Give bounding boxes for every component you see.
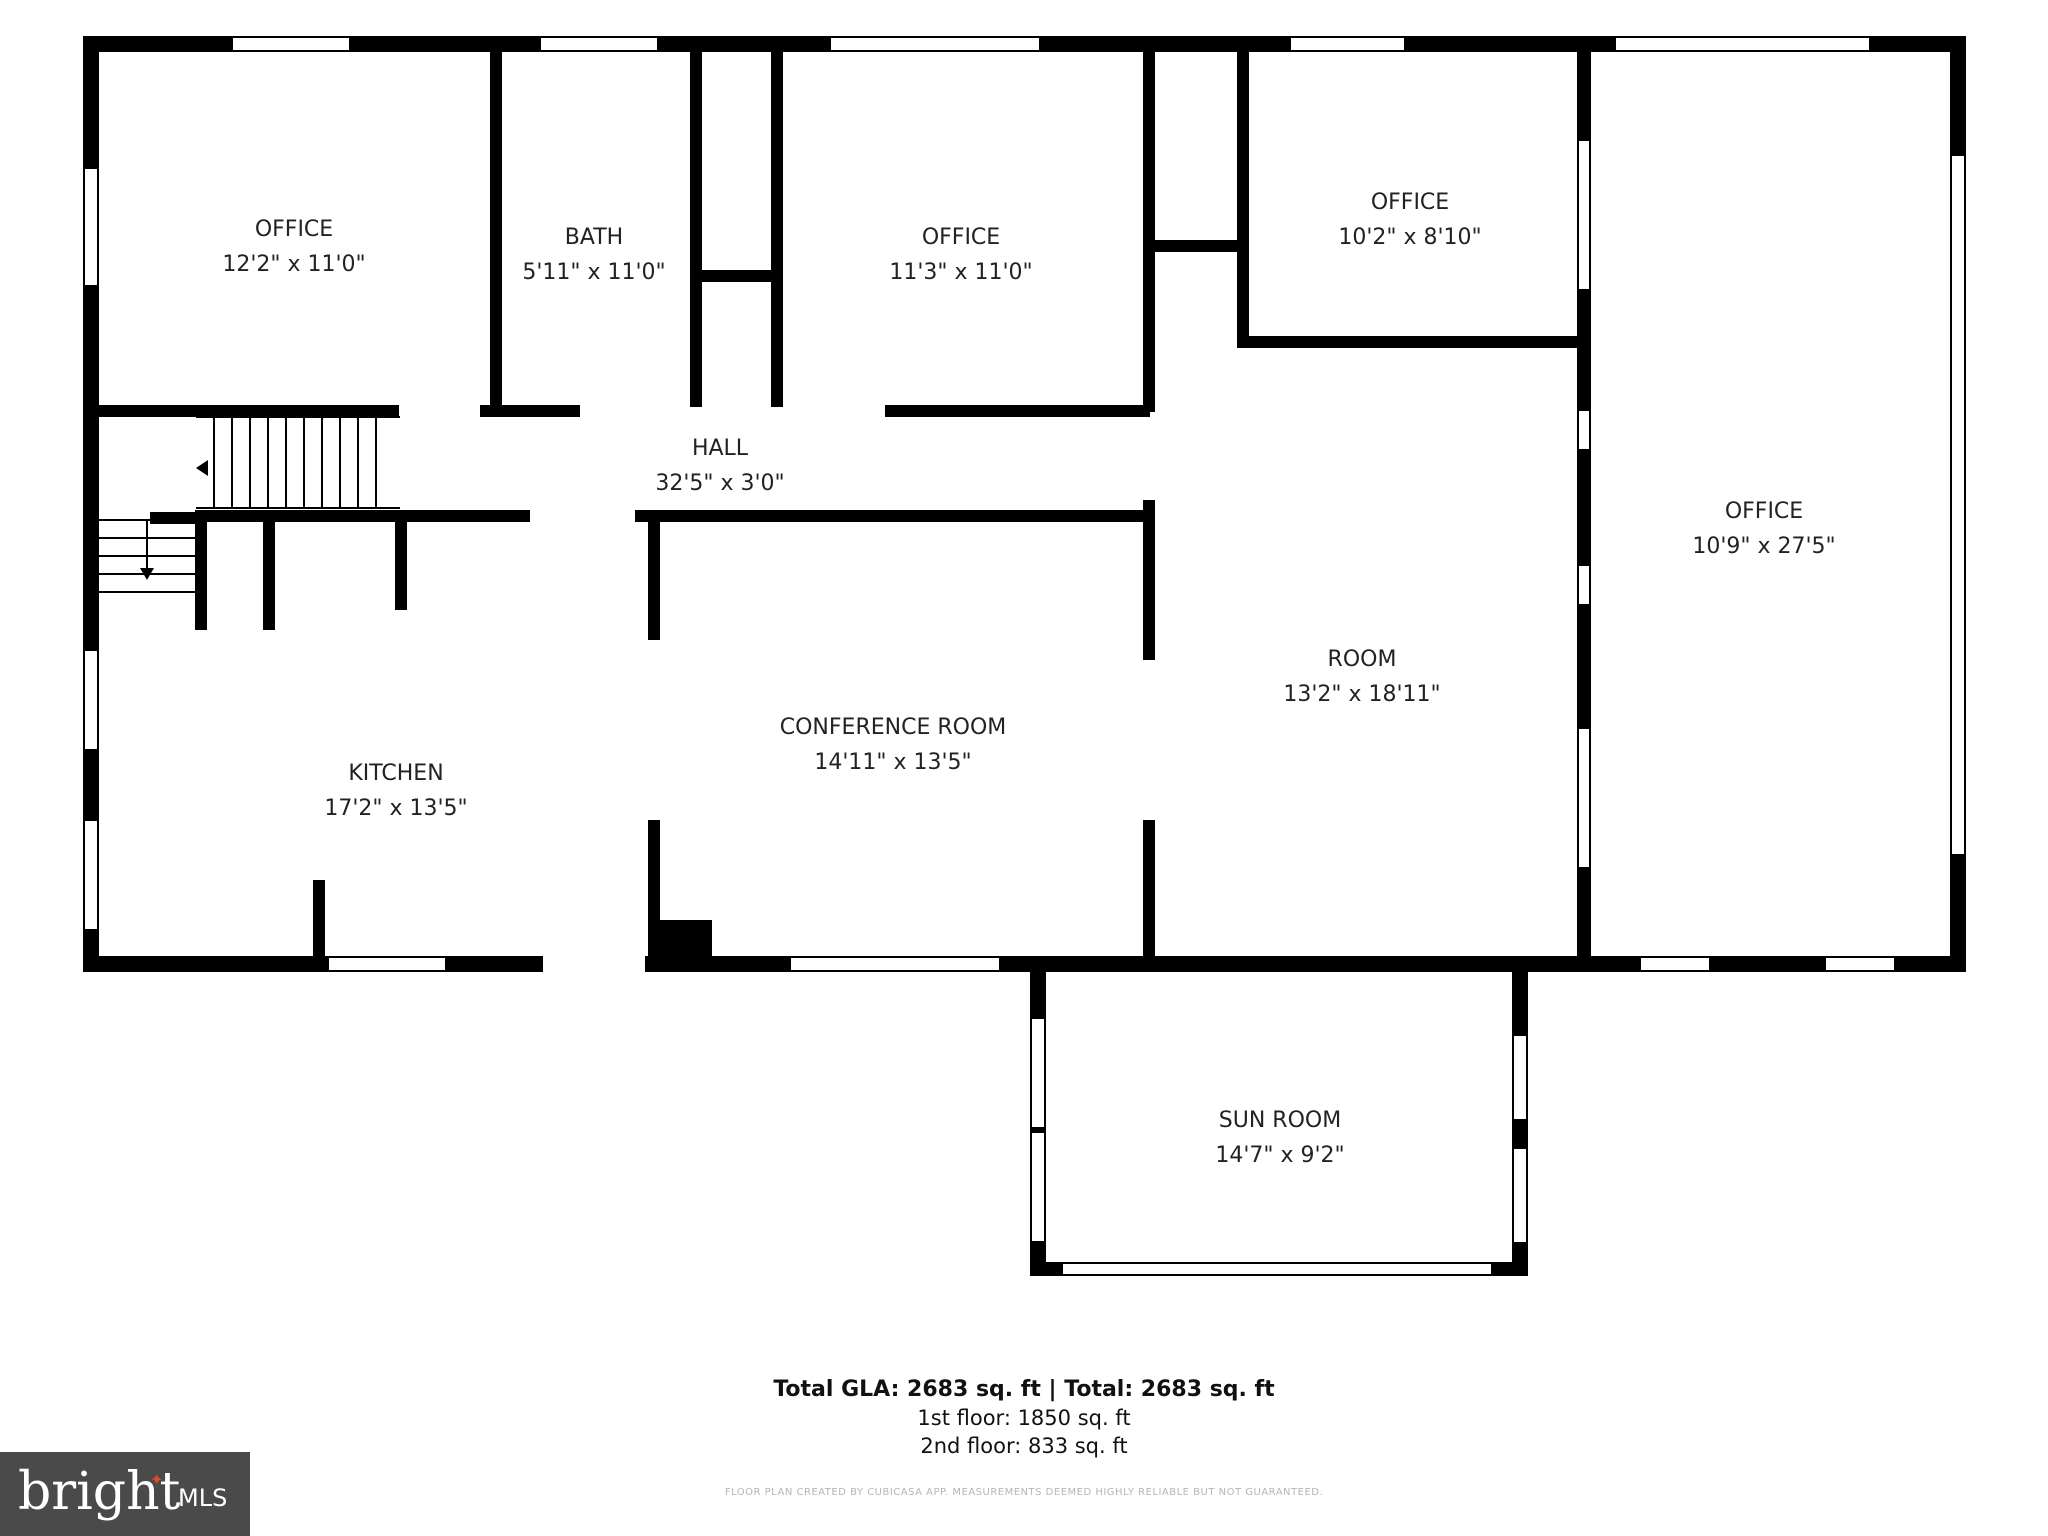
- floor-2-area: 2nd floor: 833 sq. ft: [920, 1434, 1128, 1458]
- room-conference-name: CONFERENCE ROOM: [780, 715, 1007, 740]
- room-bath-dims: 5'11" x 11'0": [522, 260, 665, 285]
- stairs: [99, 416, 400, 593]
- room-kitchen-dims: 17'2" x 13'5": [324, 796, 467, 821]
- logo-star-icon: ✦: [150, 1470, 164, 1489]
- room-room-name: ROOM: [1328, 647, 1397, 672]
- total-area: Total GLA: 2683 sq. ft | Total: 2683 sq.…: [773, 1377, 1275, 1402]
- floor-1-area: 1st floor: 1850 sq. ft: [917, 1406, 1131, 1430]
- walls: [83, 36, 1966, 1276]
- room-office-2-name: OFFICE: [922, 225, 1000, 250]
- stair-arrow-left-icon: [196, 460, 208, 476]
- logo-suffix: MLS: [178, 1484, 228, 1512]
- stair-arrow-icon: [140, 568, 154, 580]
- windows: [83, 36, 1966, 1276]
- room-office-2-dims: 11'3" x 11'0": [889, 260, 1032, 285]
- disclaimer: FLOOR PLAN CREATED BY CUBICASA APP. MEAS…: [724, 1487, 1324, 1498]
- room-labels: OFFICE 12'2" x 11'0" BATH 5'11" x 11'0" …: [222, 190, 1835, 1168]
- room-office-4-dims: 10'9" x 27'5": [1692, 534, 1835, 559]
- room-sunroom-dims: 14'7" x 9'2": [1215, 1143, 1344, 1168]
- room-conference-dims: 14'11" x 13'5": [814, 750, 971, 775]
- room-office-3-dims: 10'2" x 8'10": [1338, 225, 1481, 250]
- room-office-4-name: OFFICE: [1725, 499, 1803, 524]
- room-hall-dims: 32'5" x 3'0": [655, 471, 784, 496]
- room-hall-name: HALL: [692, 436, 749, 461]
- room-office-1-name: OFFICE: [255, 217, 333, 242]
- room-bath-name: BATH: [565, 225, 623, 250]
- room-office-1-dims: 12'2" x 11'0": [222, 252, 365, 277]
- room-sunroom-name: SUN ROOM: [1219, 1108, 1341, 1133]
- room-kitchen-name: KITCHEN: [348, 761, 443, 786]
- room-office-3-name: OFFICE: [1371, 190, 1449, 215]
- bright-mls-logo: bright ✦ MLS: [0, 1452, 250, 1536]
- room-room-dims: 13'2" x 18'11": [1283, 682, 1440, 707]
- logo-brand: bright: [18, 1462, 181, 1522]
